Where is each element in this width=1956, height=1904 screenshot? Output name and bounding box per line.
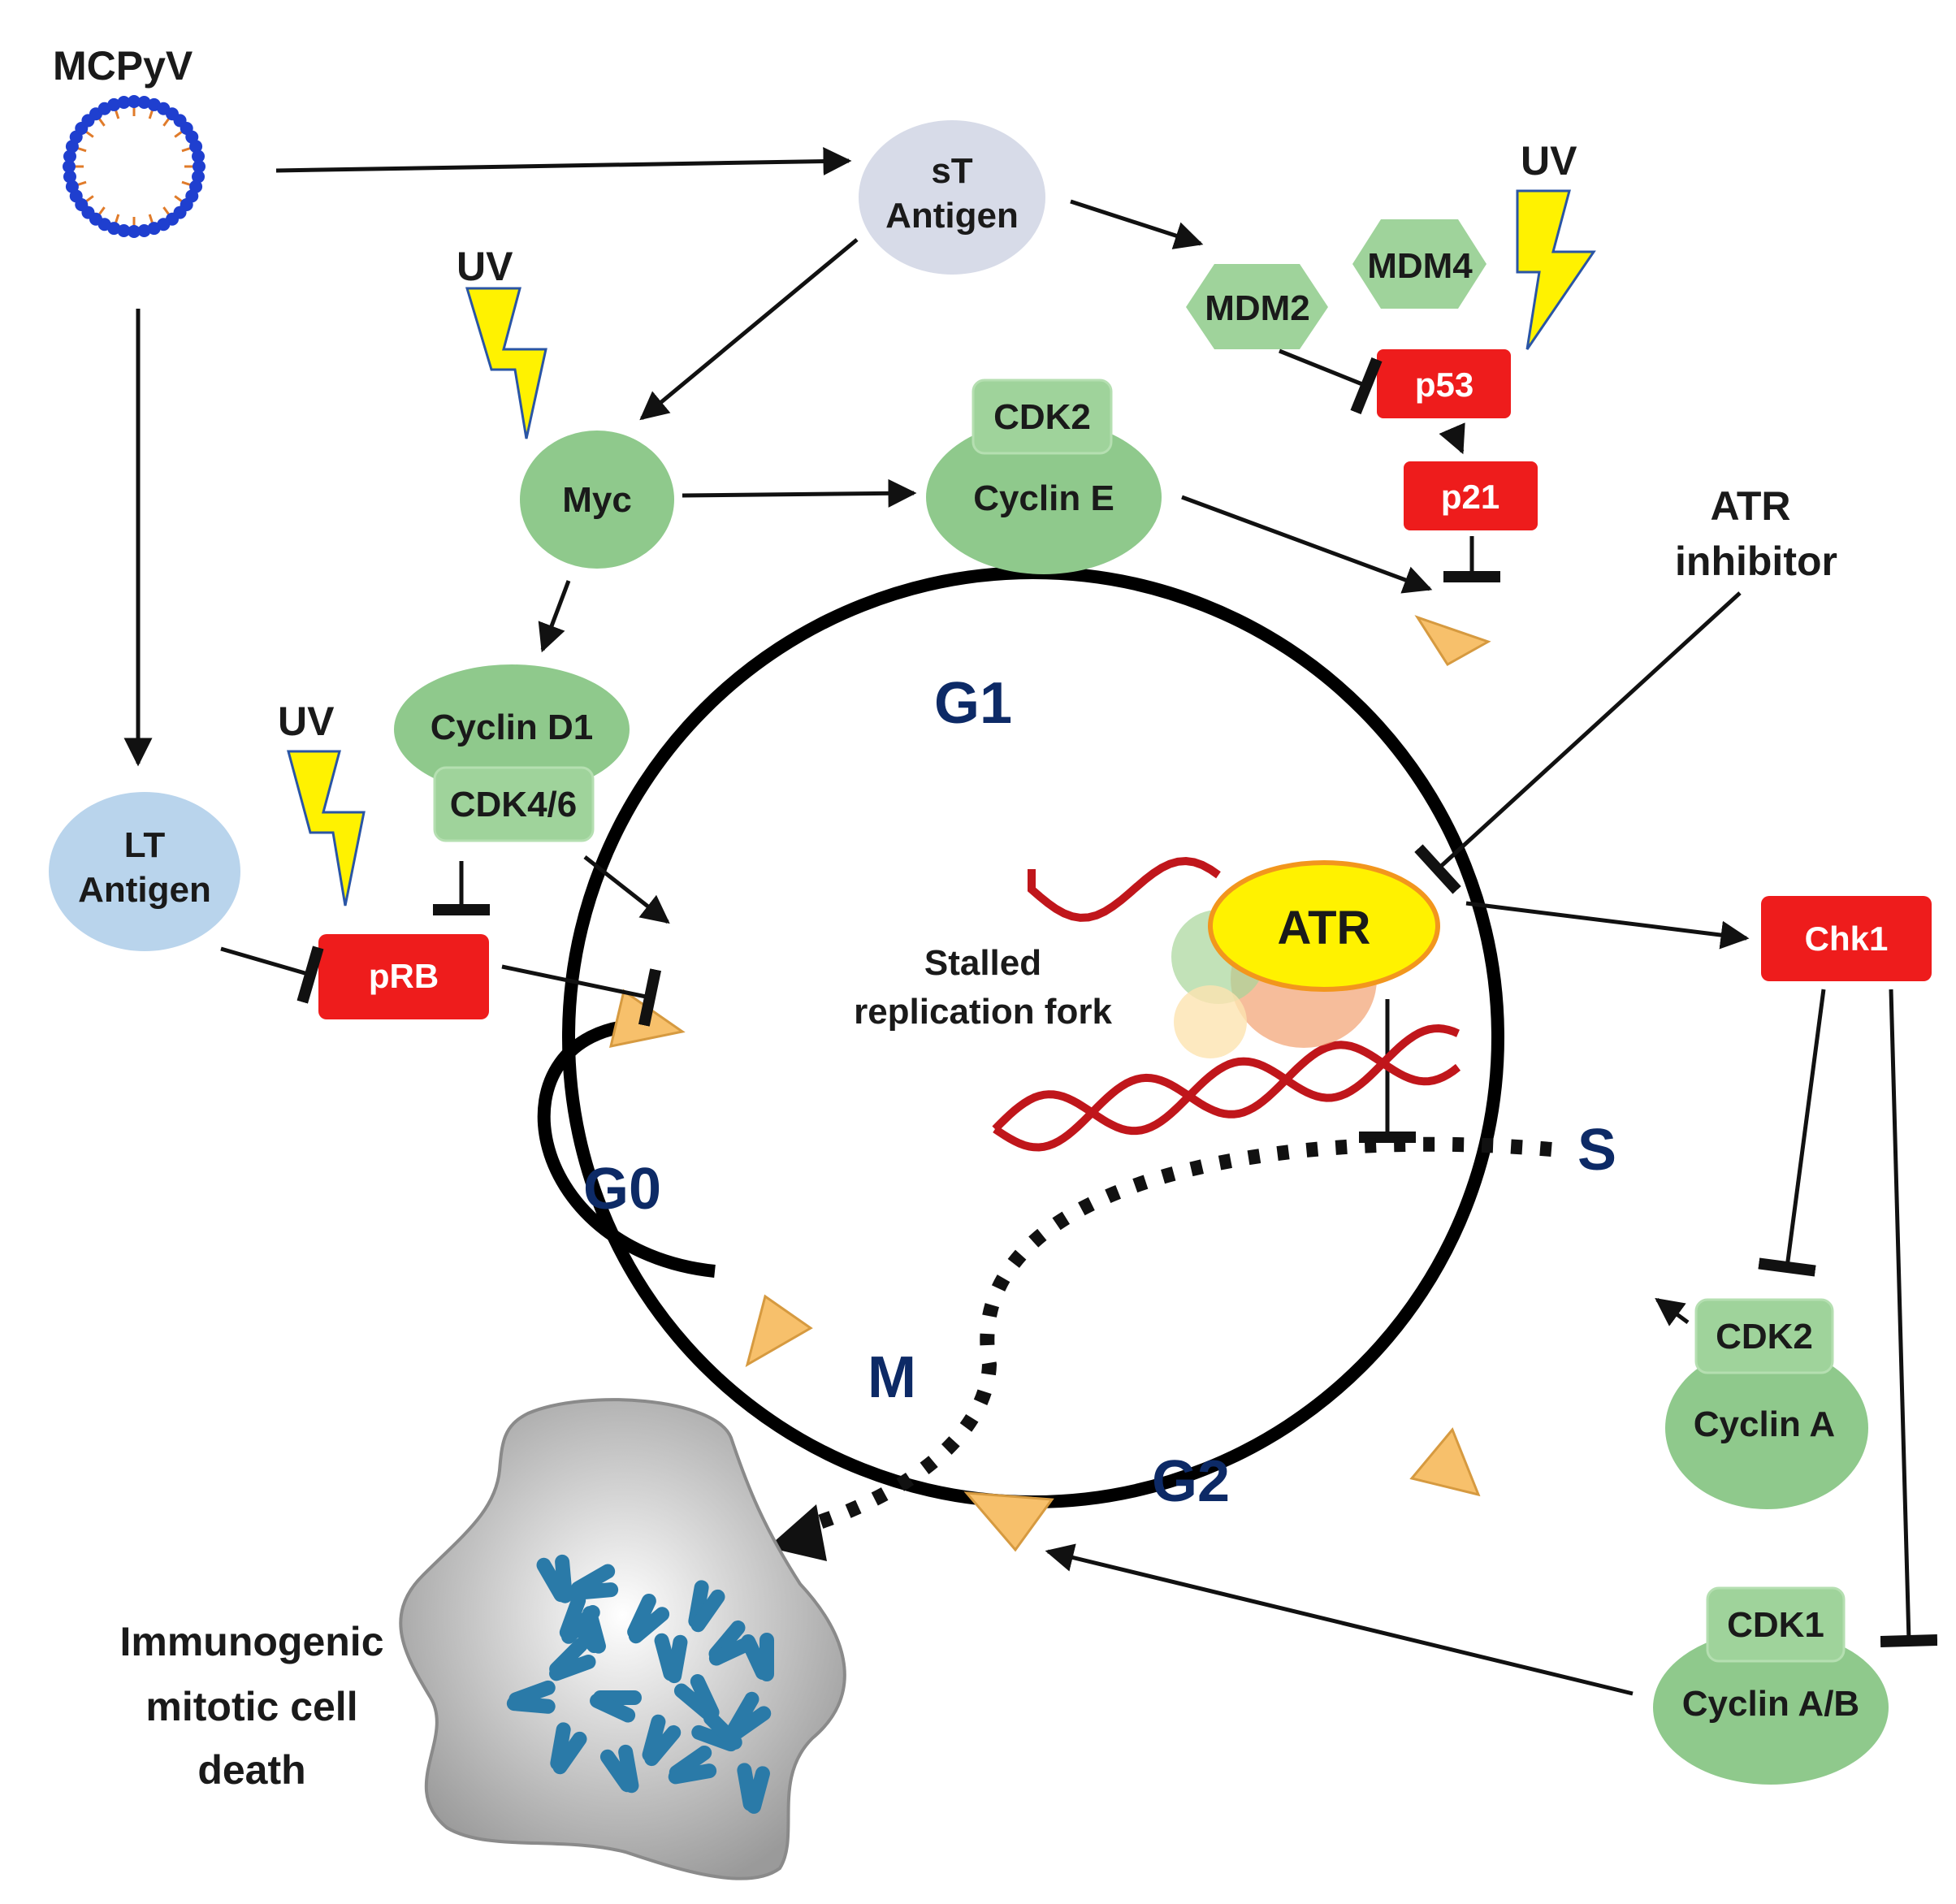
st-antigen-node [859,120,1045,275]
cyclin-a-node [1665,1347,1868,1509]
cyclin-e-label: Cyclin E [973,478,1114,518]
chk1-label: Chk1 [1805,920,1889,958]
cyclin-a-label: Cyclin A [1694,1404,1835,1444]
phase-arrowhead-g0 [609,989,686,1048]
cyclin-e-node [926,420,1162,574]
myc-node [520,431,674,569]
lt-antigen-line2: Antigen [78,870,211,910]
uv-label-p53: UV [1521,138,1577,184]
cyclin-d1-node [394,664,630,794]
mdm4-label: MDM4 [1367,246,1473,286]
cdk46-node [433,766,595,842]
cdk2-e-label: CDK2 [993,397,1091,437]
p21-label: p21 [1441,478,1499,516]
uv-bolt-myc [465,287,547,439]
prb-label: pRB [369,957,439,995]
stalled-line1: Stalled [924,943,1041,983]
uv-bolt-prb [287,750,366,907]
mdm2-node [1186,264,1328,349]
cdk1-label: CDK1 [1727,1605,1824,1645]
cdk2-a-node [1694,1298,1834,1374]
chromosomes [506,1554,774,1814]
myc-label: Myc [562,480,632,520]
phase-g0: G0 [583,1157,661,1222]
stalled-line2: replication fork [854,992,1112,1032]
lt-antigen-node [49,792,240,951]
uv-label-prb: UV [278,699,335,744]
virus-label: MCPyV [53,43,193,89]
death-line2: mitotic cell [145,1684,357,1729]
prb-node [318,934,489,1019]
cyclin-ab-label: Cyclin A/B [1682,1684,1859,1724]
cyclin-d1-label: Cyclin D1 [431,708,594,747]
mdm2-label: MDM2 [1205,288,1310,328]
st-antigen-line2: Antigen [885,196,1019,236]
cdk46-label: CDK4/6 [450,785,578,824]
p53-label: p53 [1415,366,1473,404]
cdk2-a-label: CDK2 [1716,1317,1813,1357]
protein-blob-3 [1174,985,1247,1058]
death-line3: death [197,1747,305,1793]
phase-arrowhead-g2b [1409,1427,1481,1497]
connectors [123,147,1938,1696]
phase-arrowhead-m [745,1294,813,1368]
cdk1-node [1706,1586,1846,1663]
phase-arrowhead-g2a [963,1491,1054,1552]
death-arrowhead [768,1504,827,1561]
cyclin-ab-node [1653,1630,1889,1785]
cell-cycle-ring [562,566,1504,1508]
uv-bolt-p53 [1516,189,1596,350]
phase-arrowhead-g1 [1414,615,1491,667]
dying-cell [399,1398,846,1880]
atr-node [1208,860,1440,992]
phase-g1: G1 [934,671,1012,736]
p53-node [1377,349,1511,418]
atr-label: ATR [1278,902,1371,954]
phase-g2: G2 [1152,1449,1230,1514]
chk1-node [1761,896,1932,981]
g0-loop [537,1019,716,1278]
phase-m: M [868,1345,916,1410]
death-line1: Immunogenic [119,1619,383,1664]
atr-inhibitor-line1: ATR [1710,483,1790,529]
phase-s: S [1577,1118,1616,1183]
cdk2-e-node [972,379,1113,455]
atr-inhibitor-line2: inhibitor [1675,539,1837,584]
lt-antigen-line1: LT [124,825,166,865]
mdm4-node [1352,219,1486,309]
replication-fork [992,856,1461,1152]
p21-node [1404,461,1538,530]
death-path [802,1136,1552,1534]
uv-label-myc: UV [457,244,513,289]
virus-icon [63,95,206,238]
st-antigen-line1: sT [931,151,972,191]
